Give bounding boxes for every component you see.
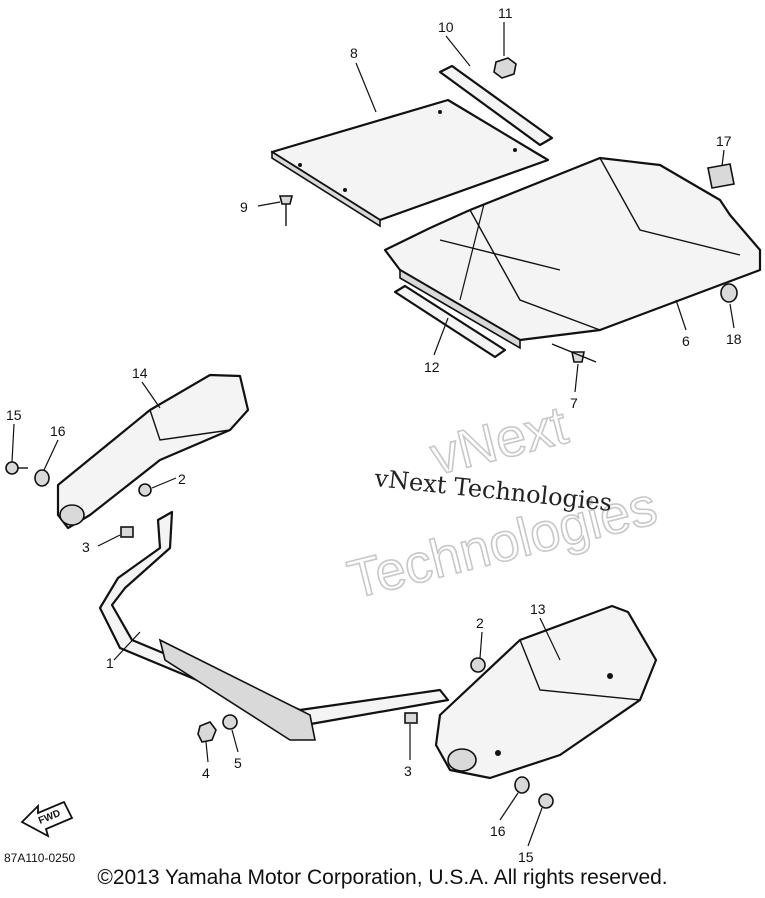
- part-8-plate: [270, 98, 550, 228]
- part-17-clip: [707, 163, 735, 189]
- part-18-grommet: [720, 283, 738, 303]
- callout-15-right: 15: [518, 849, 534, 865]
- callout-8: 8: [350, 45, 358, 61]
- part-9-screw: [278, 195, 294, 226]
- part-14-left-guard: [56, 373, 250, 530]
- callout-12: 12: [424, 359, 440, 375]
- callout-1: 1: [106, 655, 114, 671]
- callouts: 8 10 11 17 9 12 6 18 7 14 15 16 2 3 1 4 …: [6, 5, 742, 865]
- hardware-left-15: [5, 461, 28, 475]
- leader-lines: [11, 22, 735, 847]
- part-11-nut: [493, 57, 517, 79]
- part-1-bumper: [98, 510, 450, 741]
- callout-16-right: 16: [490, 823, 506, 839]
- hardware-right-2: [470, 657, 486, 673]
- part-6-cover: [383, 156, 762, 350]
- callout-17: 17: [716, 133, 732, 149]
- callout-5: 5: [234, 755, 242, 771]
- callout-3-right: 3: [404, 763, 412, 779]
- callout-2-right: 2: [476, 615, 484, 631]
- hardware-left-16: [34, 469, 50, 487]
- part-12-strip: [393, 284, 507, 359]
- copyright-notice: ©2013 Yamaha Motor Corporation, U.S.A. A…: [97, 866, 668, 889]
- callout-14: 14: [132, 365, 148, 381]
- hardware-left-3: [120, 526, 134, 538]
- callout-7: 7: [570, 395, 578, 411]
- callout-6: 6: [682, 333, 690, 349]
- callout-3-left: 3: [82, 539, 90, 555]
- callout-4: 4: [202, 765, 210, 781]
- hardware-right-3: [404, 712, 418, 724]
- hardware-right-16: [514, 776, 530, 794]
- fwd-arrow-icon: FWD: [20, 800, 74, 838]
- callout-2-left: 2: [178, 471, 186, 487]
- callout-18: 18: [726, 331, 742, 347]
- hardware-5: [222, 714, 238, 730]
- diagram-code: 87A110-0250: [4, 851, 76, 865]
- part-10-strip: [438, 64, 554, 147]
- hardware-right-15: [538, 793, 554, 809]
- part-13-right-guard: [434, 604, 658, 780]
- hardware-left-2: [138, 483, 152, 497]
- callout-10: 10: [438, 19, 454, 35]
- callout-9: 9: [240, 199, 248, 215]
- callout-16-left: 16: [50, 423, 66, 439]
- hardware-4: [197, 721, 217, 743]
- callout-13: 13: [530, 601, 546, 617]
- callout-11: 11: [498, 5, 513, 21]
- part-7-screw: [551, 343, 597, 363]
- callout-15-left: 15: [6, 407, 22, 423]
